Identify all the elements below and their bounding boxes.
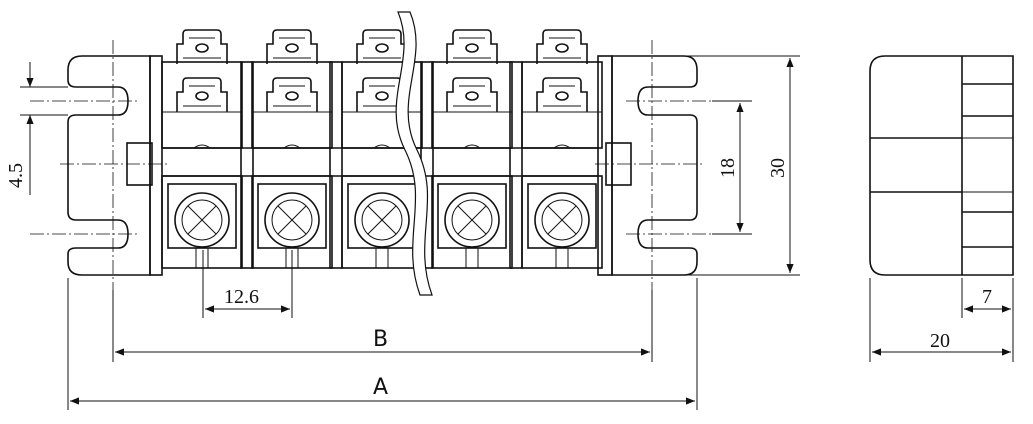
break-line-1	[395, 11, 433, 296]
terminal-5	[521, 29, 603, 269]
dimension-side-depth: 20	[869, 278, 1014, 362]
terminal-4	[431, 29, 513, 269]
base-plate-right	[611, 55, 698, 276]
base-plate	[67, 55, 151, 276]
dim-slot-label: 4.5	[5, 163, 27, 188]
dimension-a: A	[67, 278, 698, 410]
front-view	[30, 11, 720, 296]
terminal-2	[251, 29, 333, 269]
dimension-b: B	[112, 290, 653, 362]
screw-2	[264, 192, 320, 248]
screw-4	[444, 192, 500, 248]
dimension-slot: 4.5	[5, 62, 68, 195]
screw-5	[534, 192, 590, 248]
side-view	[869, 55, 1014, 276]
dimension-mount-spacing: 18	[712, 100, 752, 235]
dim-side-depth-label: 20	[930, 330, 950, 352]
dim-b-label: B	[373, 327, 388, 352]
dim-a-label: A	[373, 375, 388, 400]
body-left-wall	[149, 55, 163, 276]
screw-1	[174, 192, 230, 248]
terminals	[161, 29, 603, 269]
screw-3	[354, 192, 410, 248]
dimension-height: 30	[612, 55, 800, 276]
dividers	[240, 61, 523, 269]
dimension-pitch: 12.6	[202, 250, 293, 318]
dim-mount-label: 18	[717, 158, 739, 178]
dim-pitch-label: 12.6	[224, 286, 259, 308]
dimension-side-small: 7	[961, 278, 1014, 318]
dim-side-small-label: 7	[982, 286, 992, 308]
body-right-wall	[597, 55, 613, 276]
terminal-1	[161, 29, 243, 269]
dim-height-label: 30	[767, 158, 789, 178]
